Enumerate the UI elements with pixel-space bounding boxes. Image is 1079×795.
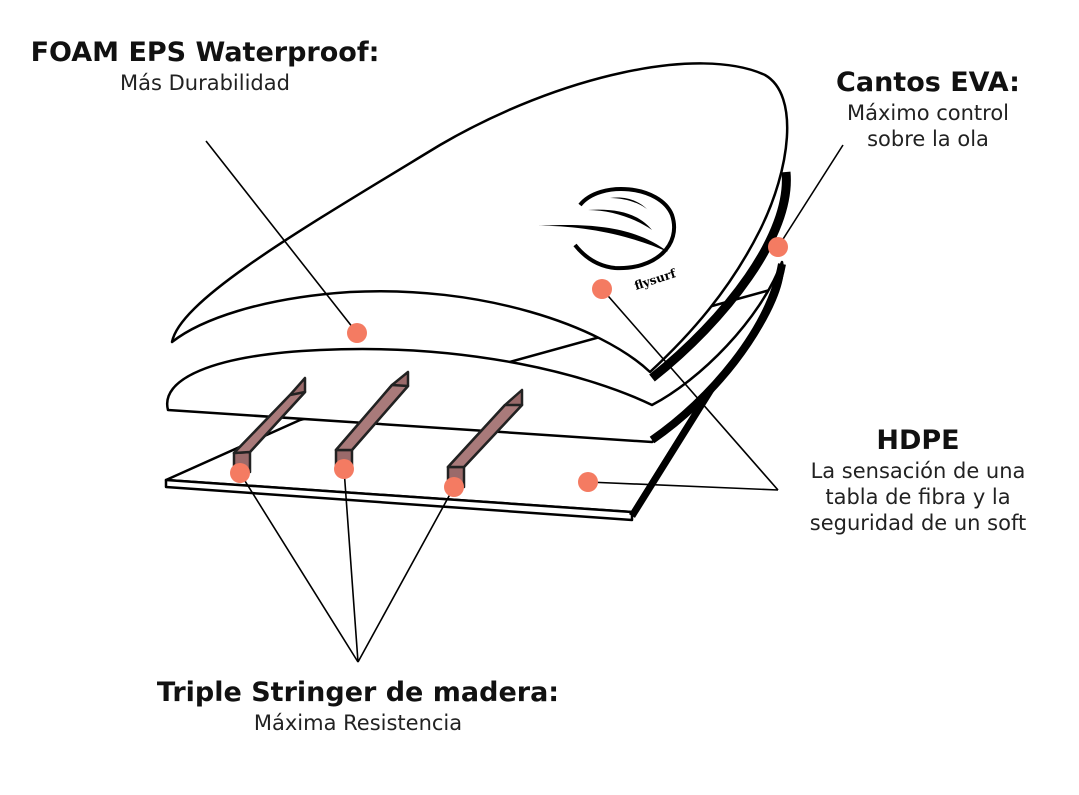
label-eva: Cantos EVA: Máximo control sobre la ola: [800, 66, 1056, 152]
marker-stringer-1: [230, 463, 250, 483]
label-hdpe-line: seguridad de un soft: [809, 511, 1027, 536]
label-foam-line: Más Durabilidad: [120, 70, 290, 95]
leader-hdpe-1: [601, 288, 779, 491]
label-stringer-line: Máxima Resistencia: [253, 710, 463, 735]
marker-foam: [347, 323, 367, 343]
marker-hdpe: [578, 472, 598, 492]
label-eva-line: Máximo control: [846, 100, 1010, 125]
label-hdpe-line: tabla de fibra y la: [825, 485, 1011, 509]
label-hdpe-line: La sensación de una: [810, 458, 1026, 483]
label-hdpe-title: HDPE: [876, 425, 960, 456]
label-hdpe: HDPE La sensación de una tabla de fibra …: [780, 424, 1056, 537]
leader-foam: [205, 140, 358, 334]
stringer-3: [446, 388, 524, 489]
top-deck-layer: [170, 62, 789, 374]
flysurf-logo: flysurf: [538, 187, 678, 293]
label-stringer-title: Triple Stringer de madera:: [156, 677, 560, 708]
marker-stringer-3: [444, 477, 464, 497]
label-stringer: Triple Stringer de madera: Máxima Resist…: [140, 676, 576, 736]
leader-stringer: [239, 468, 455, 663]
label-eva-line: sobre la ola: [867, 127, 989, 151]
leader-hdpe-2: [587, 481, 779, 491]
label-foam: FOAM EPS Waterproof: Más Durabilidad: [20, 36, 390, 96]
marker-logo: [592, 279, 612, 299]
label-foam-title: FOAM EPS Waterproof:: [30, 37, 380, 68]
label-eva-title: Cantos EVA:: [836, 67, 1020, 98]
hdpe-sheet-edge: [164, 478, 634, 522]
marker-stringer-2: [334, 459, 354, 479]
eva-rail: [649, 171, 791, 382]
leader-eva: [777, 144, 844, 248]
marker-eva: [768, 237, 788, 257]
